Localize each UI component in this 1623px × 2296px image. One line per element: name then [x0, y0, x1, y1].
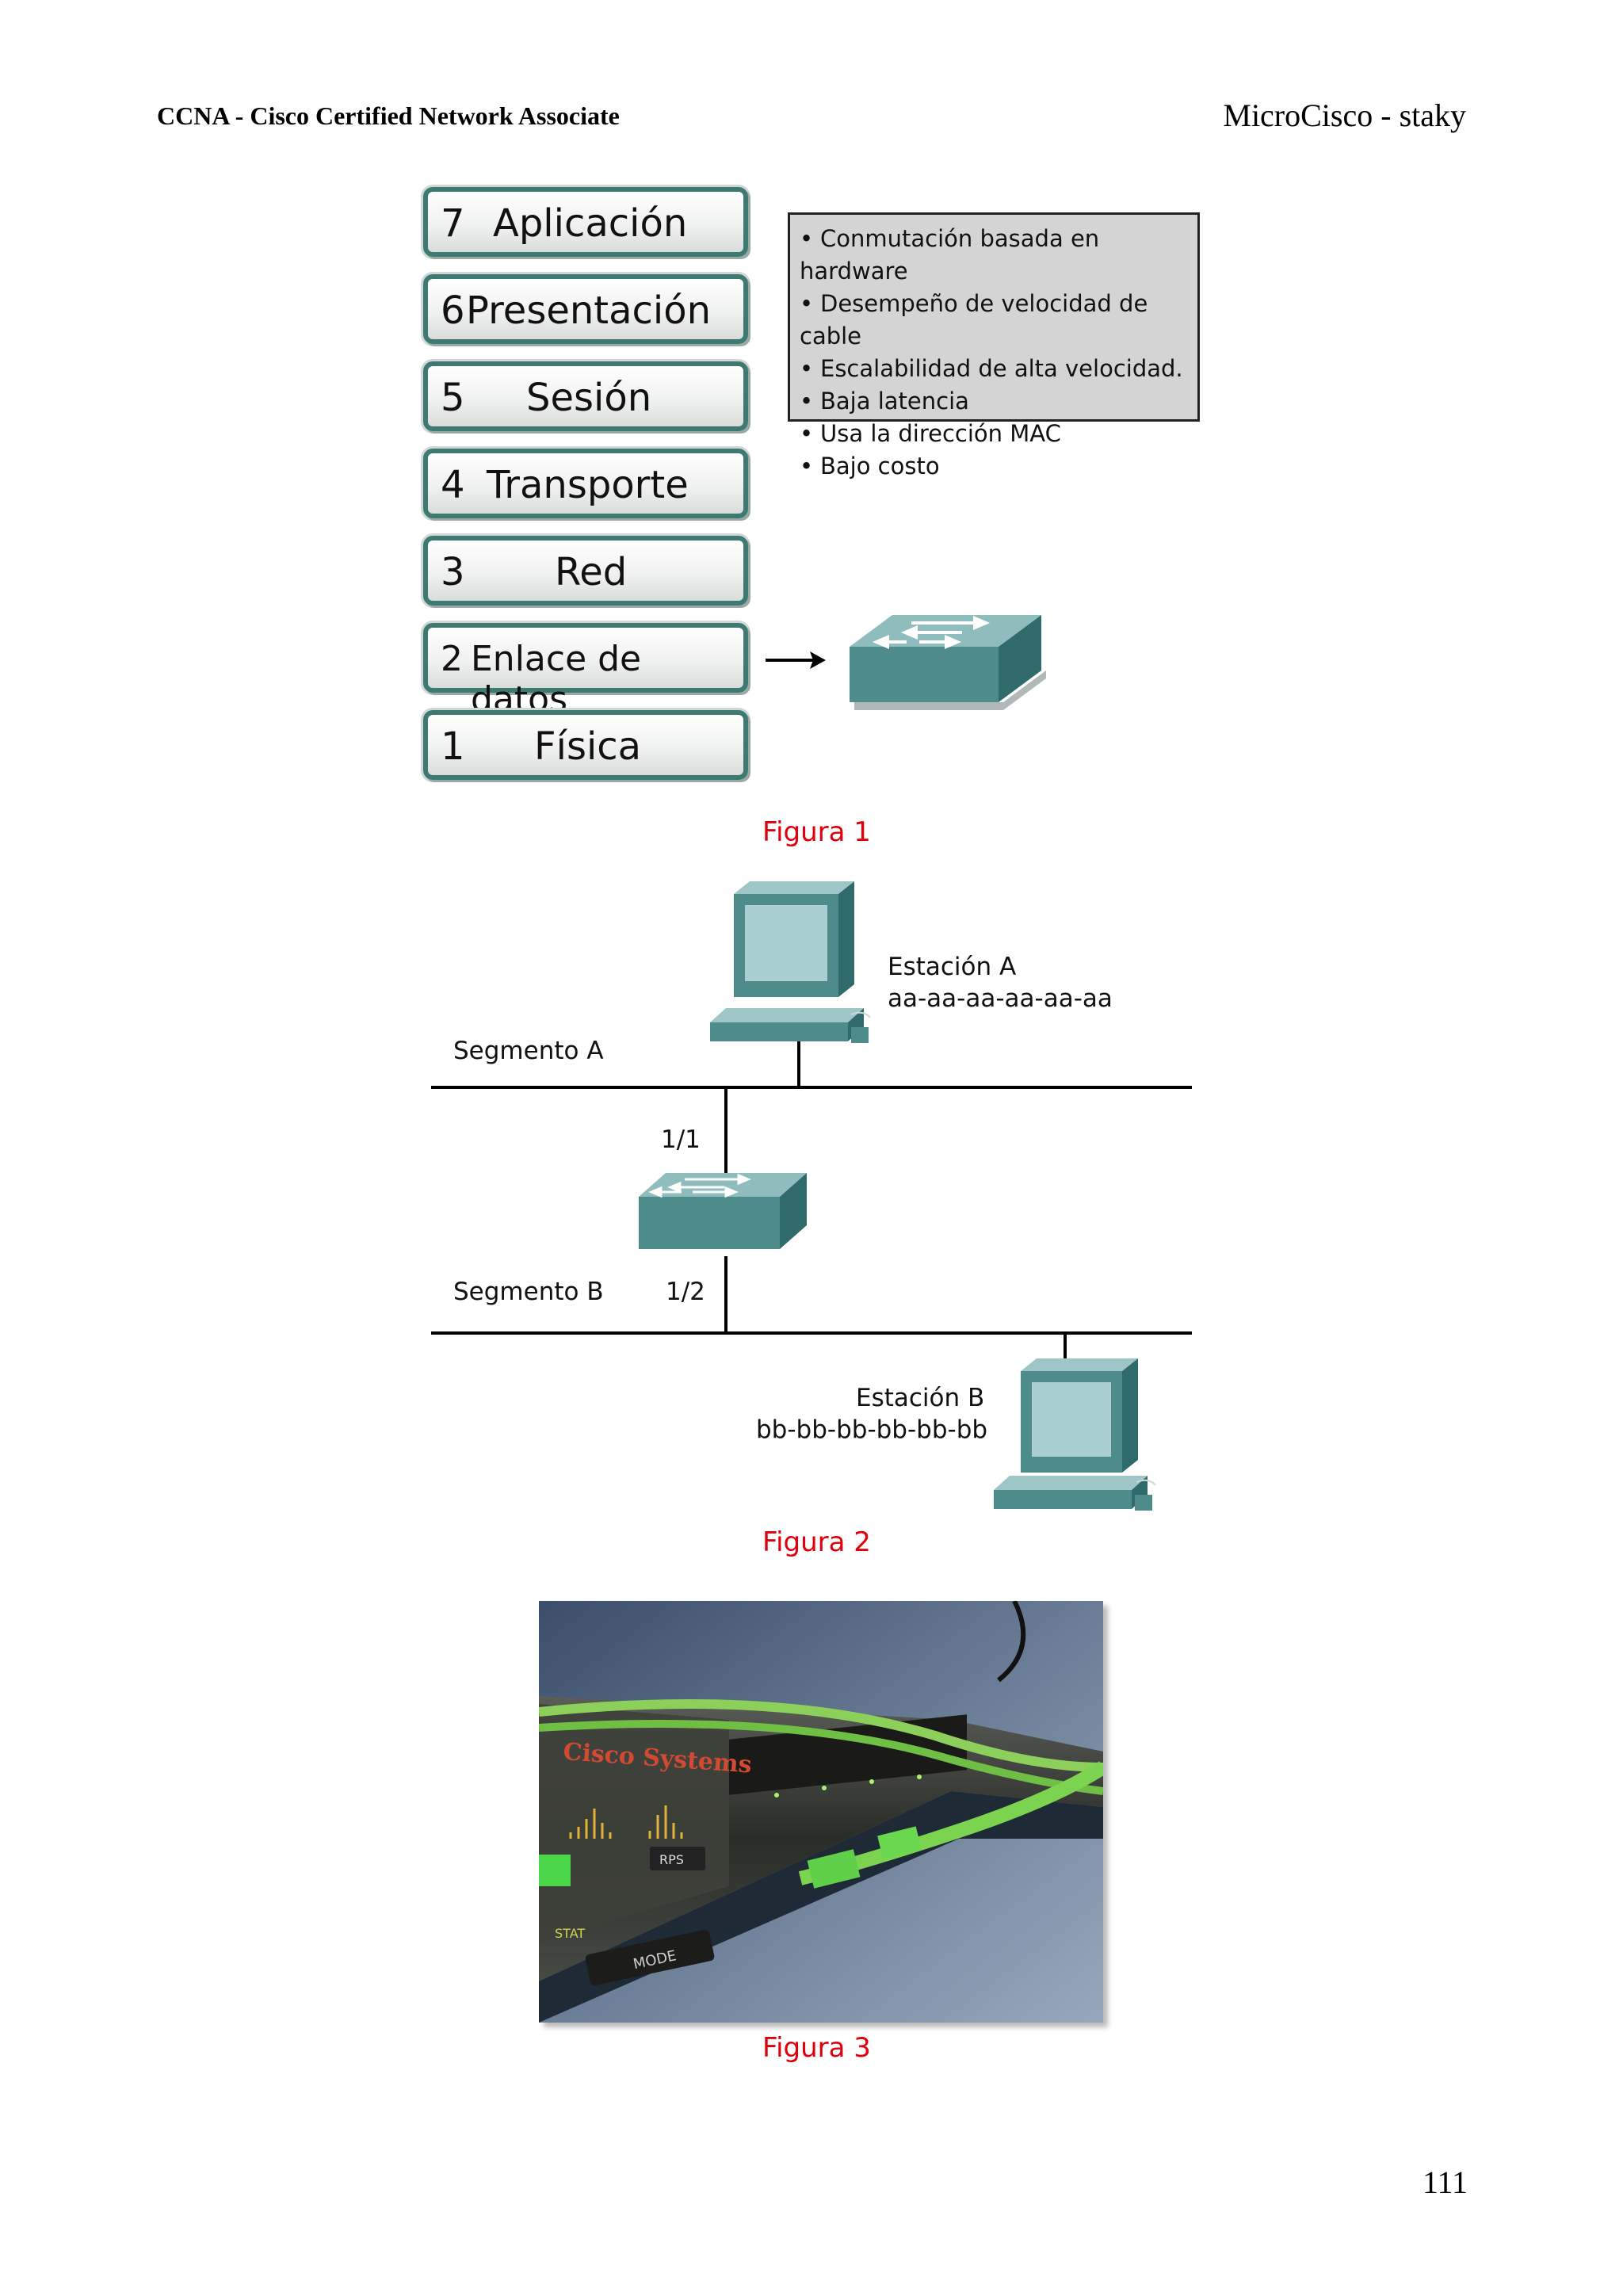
- arrow-right-icon: [766, 651, 826, 669]
- osi-layer-5: 5 Sesión: [423, 361, 748, 431]
- computer-icon-station-b: [994, 1358, 1156, 1511]
- header-right: MicroCisco - staky: [1223, 97, 1466, 133]
- figure-1: 7 Aplicación 6 Presentación 5 Sesión 4 T…: [423, 181, 1216, 799]
- osi-layer-6: 6 Presentación: [423, 274, 748, 344]
- station-a-mac: aa-aa-aa-aa-aa-aa: [888, 984, 1113, 1013]
- port-1-label: 1/1: [661, 1125, 701, 1154]
- layer-number: 2: [441, 639, 463, 679]
- figure-2: Estación A aa-aa-aa-aa-aa-aa Segmento A …: [423, 872, 1216, 1538]
- page-number: 111: [1422, 2164, 1468, 2200]
- osi-layer-7: 7 Aplicación: [423, 187, 748, 257]
- layer-name: Presentación: [466, 288, 712, 333]
- property-item: •Bajo costo: [800, 453, 940, 479]
- osi-layer-2: 2 Enlace de datos: [423, 623, 748, 720]
- layer-name: Red: [555, 550, 628, 594]
- property-item: •Conmutación basada en hardware: [800, 225, 1100, 285]
- layer-name: Física: [534, 724, 642, 769]
- port-2-label: 1/2: [666, 1278, 705, 1306]
- rps-label: RPS: [659, 1852, 684, 1867]
- stat-label: STAT: [555, 1926, 585, 1941]
- switch-icon: [850, 615, 1046, 710]
- figure-1-caption: Figura 1: [762, 816, 871, 848]
- cisco-switch-photo: Cisco Systems RPS STAT MODE: [538, 1599, 1107, 2023]
- header-left: CCNA - Cisco Certified Network Associate: [157, 101, 620, 130]
- layer-number: 1: [441, 724, 465, 769]
- property-item: •Escalabilidad de alta velocidad.: [800, 355, 1183, 382]
- station-b-name: Estación B: [856, 1384, 985, 1412]
- property-item: •Desempeño de velocidad de cable: [800, 290, 1148, 350]
- segment-a-label: Segmento A: [453, 1037, 604, 1065]
- layer-number: 4: [441, 463, 465, 507]
- layer-name: Transporte: [487, 463, 689, 507]
- figure-3-caption: Figura 3: [762, 2032, 871, 2064]
- figure-2-caption: Figura 2: [762, 1526, 871, 1558]
- computer-icon-station-a: [710, 881, 871, 1043]
- layer-number: 5: [441, 376, 465, 420]
- station-b-mac: bb-bb-bb-bb-bb-bb: [756, 1415, 988, 1444]
- osi-layer-1: 1 Física: [423, 710, 748, 780]
- segment-b-label: Segmento B: [453, 1278, 604, 1306]
- layer-number: 3: [441, 550, 465, 594]
- property-item: •Baja latencia: [800, 388, 969, 415]
- osi-layer-3: 3 Red: [423, 536, 748, 606]
- switch-photo: Cisco Systems RPS STAT MODE: [538, 1599, 1107, 2023]
- network-diagram: [431, 881, 1192, 1511]
- property-item: •Usa la dirección MAC: [800, 420, 1061, 447]
- station-a-name: Estación A: [888, 953, 1017, 981]
- layer-number: 7: [441, 201, 465, 246]
- layer-name: Enlace de datos: [471, 639, 642, 720]
- switch-properties-box: •Conmutación basada en hardware •Desempe…: [788, 212, 1200, 479]
- layer-name: Sesión: [526, 376, 652, 420]
- layer-name: Aplicación: [493, 201, 688, 246]
- osi-layer-4: 4 Transporte: [423, 449, 748, 518]
- switch-icon: [639, 1173, 807, 1249]
- layer-number: 6: [441, 288, 465, 333]
